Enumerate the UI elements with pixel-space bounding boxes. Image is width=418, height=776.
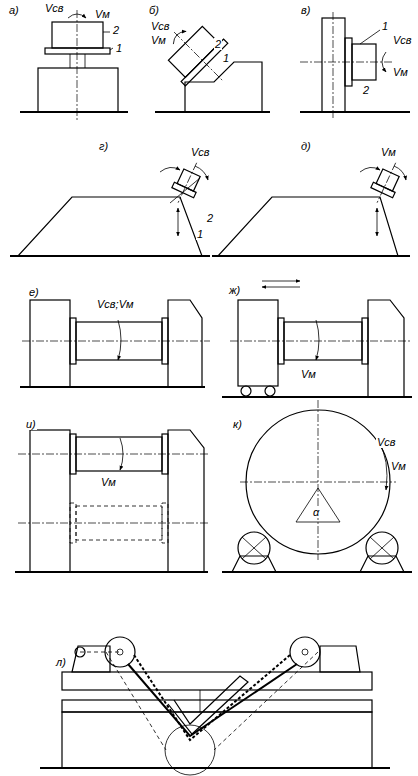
panel-d	[212, 158, 410, 256]
callout-number: 1	[222, 52, 230, 64]
panel-v	[300, 12, 410, 118]
panel-label: д)	[300, 140, 312, 152]
panel-label: Vм	[150, 34, 167, 46]
panel-a	[20, 10, 128, 120]
panel-label: г)	[98, 140, 109, 152]
panel-label: Vм	[94, 8, 111, 20]
panel-g	[10, 158, 210, 256]
panel-zh	[222, 281, 412, 397]
panel-e	[20, 300, 210, 387]
panel-label: Vм	[100, 476, 117, 488]
panel-label: а)	[8, 4, 20, 16]
panel-label: Vм	[392, 66, 409, 78]
panel-label: е)	[28, 286, 40, 298]
panel-label: Vсв;Vм	[96, 298, 135, 310]
panel-label: ж)	[228, 284, 241, 296]
panel-label: б)	[148, 4, 160, 16]
panel-label: Vсв	[190, 146, 211, 158]
panel-label: Vсв	[392, 34, 413, 46]
panel-label: Vсв	[150, 20, 171, 32]
panel-i	[15, 430, 210, 572]
panel-l	[40, 637, 390, 775]
panel-label: Vм	[300, 368, 317, 380]
callout-number: 2	[362, 84, 370, 96]
callout-number: 1	[196, 228, 204, 240]
callout-number: 2	[206, 212, 214, 224]
panel-label: к)	[232, 418, 243, 430]
callout-number: 1	[381, 20, 389, 32]
callout-number: 1	[115, 42, 123, 54]
panel-label: α	[312, 506, 320, 518]
panel-k	[222, 400, 412, 572]
panel-label: и)	[25, 418, 37, 430]
panel-label: Vм	[390, 460, 407, 472]
panel-label: в)	[300, 4, 311, 16]
panel-label: л)	[55, 656, 67, 668]
panel-label: Vсв	[44, 2, 65, 14]
callout-number: 2	[112, 24, 120, 36]
callout-number: 2	[214, 38, 222, 50]
panel-label: Vсв	[376, 436, 397, 448]
panel-label: Vм	[380, 146, 397, 158]
